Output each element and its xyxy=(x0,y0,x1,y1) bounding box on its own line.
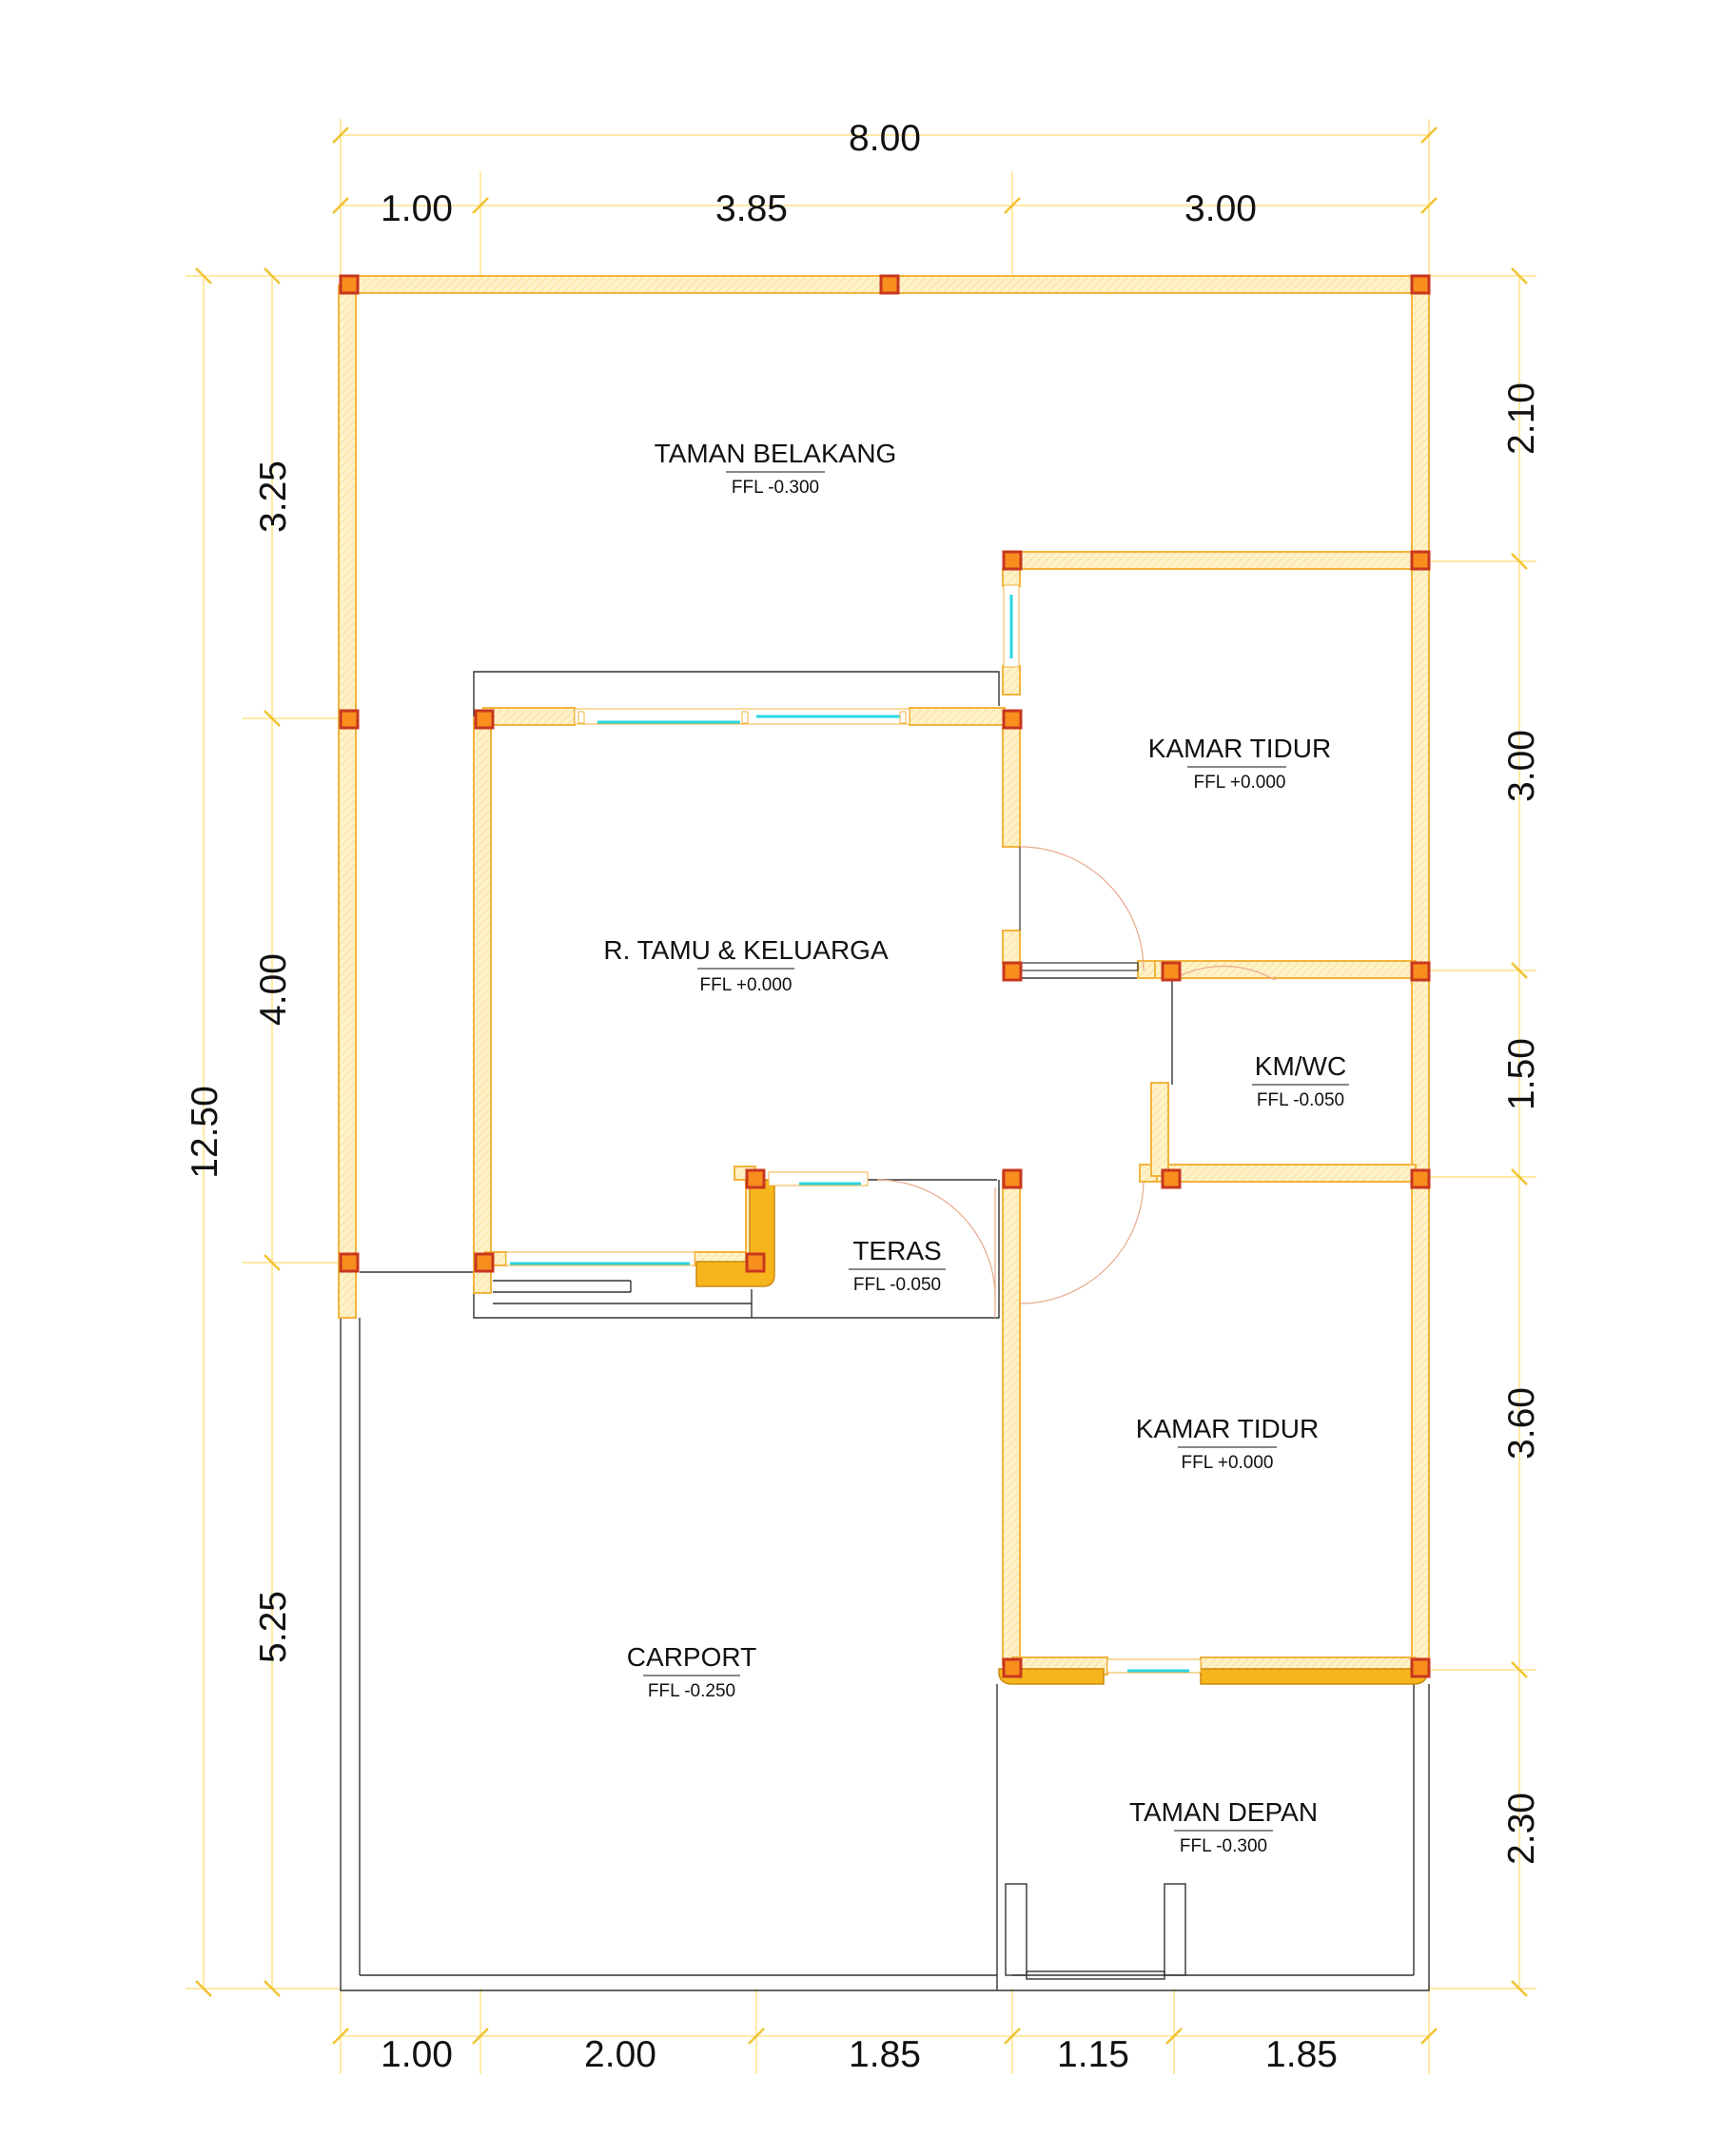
dim-bottom-3: 1.85 xyxy=(849,2034,921,2075)
dim-top-1: 1.00 xyxy=(381,188,453,229)
room-level: FFL +0.000 xyxy=(1182,1453,1274,1473)
room-taman-belakang: TAMAN BELAKANG FFL -0.300 xyxy=(655,439,897,498)
room-name: TAMAN DEPAN xyxy=(1129,1797,1318,1827)
dim-right-3: 1.50 xyxy=(1501,1038,1542,1110)
dim-left-2: 4.00 xyxy=(253,953,294,1026)
columns xyxy=(339,274,1431,1678)
site-outlines xyxy=(340,671,1430,1991)
dim-top-2: 3.85 xyxy=(715,188,788,229)
dim-bottom-5: 1.85 xyxy=(1265,2034,1338,2075)
dimension-labels: 8.00 1.00 3.85 3.00 1.00 2.00 1.85 1.15 … xyxy=(185,118,1542,2075)
room-level: FFL -0.300 xyxy=(732,478,819,498)
room-teras: TERAS FFL -0.050 xyxy=(849,1236,946,1295)
dim-left-1: 3.25 xyxy=(253,461,294,533)
room-taman-depan: TAMAN DEPAN FFL -0.300 xyxy=(1129,1797,1318,1856)
dim-left-total: 12.50 xyxy=(185,1086,225,1179)
dimension-ticks xyxy=(195,127,1528,2045)
room-name: KAMAR TIDUR xyxy=(1148,734,1331,763)
dim-right-4: 3.60 xyxy=(1501,1387,1542,1460)
dim-right-1: 2.10 xyxy=(1501,382,1542,455)
room-kamar-tidur-1: KAMAR TIDUR FFL +0.000 xyxy=(1148,734,1331,793)
doors xyxy=(876,846,1276,1318)
room-labels: TAMAN BELAKANG FFL -0.300 KAMAR TIDUR FF… xyxy=(603,439,1349,1856)
room-level: FFL +0.000 xyxy=(1194,773,1286,793)
room-level: FFL +0.000 xyxy=(700,975,793,995)
dim-left-3: 5.25 xyxy=(253,1591,294,1663)
dim-top-3: 3.00 xyxy=(1184,188,1257,229)
room-level: FFL -0.300 xyxy=(1180,1836,1267,1856)
dim-bottom-4: 1.15 xyxy=(1057,2034,1129,2075)
room-carport: CARPORT FFL -0.250 xyxy=(627,1642,756,1701)
room-name: KM/WC xyxy=(1255,1051,1346,1081)
dim-top-total: 8.00 xyxy=(849,118,921,159)
room-tamu-keluarga: R. TAMU & KELUARGA FFL +0.000 xyxy=(603,935,889,995)
room-km-wc: KM/WC FFL -0.050 xyxy=(1252,1051,1349,1110)
windows xyxy=(505,584,1202,1674)
room-kamar-tidur-2: KAMAR TIDUR FFL +0.000 xyxy=(1136,1414,1319,1473)
room-level: FFL -0.050 xyxy=(1257,1090,1344,1110)
room-name: TAMAN BELAKANG xyxy=(655,439,897,468)
room-name: CARPORT xyxy=(627,1642,756,1672)
dim-right-5: 2.30 xyxy=(1501,1793,1542,1865)
room-name: R. TAMU & KELUARGA xyxy=(603,935,889,965)
room-level: FFL -0.250 xyxy=(648,1681,735,1701)
room-level: FFL -0.050 xyxy=(853,1275,941,1295)
dim-right-2: 3.00 xyxy=(1501,730,1542,802)
room-name: KAMAR TIDUR xyxy=(1136,1414,1319,1443)
dim-bottom-2: 2.00 xyxy=(584,2034,656,2075)
room-name: TERAS xyxy=(852,1236,941,1265)
dim-bottom-1: 1.00 xyxy=(381,2034,453,2075)
